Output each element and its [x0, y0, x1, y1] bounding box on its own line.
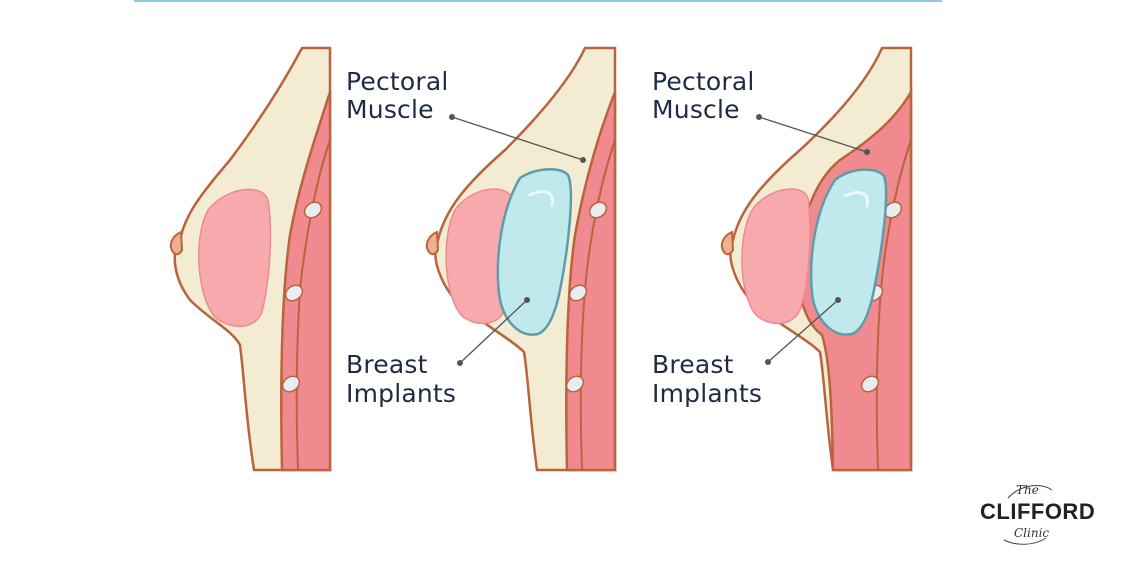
muscle-leader-line — [758, 116, 868, 153]
clifford-clinic-logo: The CLIFFORD Clinic — [980, 483, 1095, 545]
label-line: Pectoral — [652, 67, 755, 96]
label-line: Muscle — [652, 95, 740, 124]
label-line: Breast — [652, 350, 734, 379]
pectoral-muscle-label: Pectoral Muscle — [652, 67, 763, 124]
logo-swash — [1003, 537, 1047, 545]
implant-leader-line — [459, 299, 528, 364]
breast-implant — [496, 168, 573, 336]
label-line: Implants — [346, 379, 456, 408]
muscle-leader-dot — [449, 114, 455, 120]
nipple — [720, 230, 735, 256]
rib — [284, 284, 304, 302]
breast-implants-label: Breast Implants — [346, 350, 456, 408]
muscle-leader-line — [451, 116, 584, 161]
rib — [860, 375, 880, 393]
brand-main-text: CLIFFORD — [980, 499, 1095, 524]
rib — [303, 201, 323, 219]
rib — [568, 284, 588, 302]
implant-leader-dot — [524, 297, 530, 303]
brand-bottom-script: Clinic — [1014, 526, 1049, 540]
implant-leader-dot — [835, 297, 841, 303]
label-line: Muscle — [346, 95, 434, 124]
rib — [565, 375, 585, 393]
logo-swash — [1007, 485, 1053, 499]
implant-leader-dot — [765, 359, 771, 365]
breast-implants-label: Breast Implants — [652, 350, 762, 408]
rib — [281, 375, 301, 393]
mammary-gland — [198, 188, 272, 327]
label-line: Pectoral — [346, 67, 449, 96]
brand-top-script: The — [1016, 483, 1039, 497]
implant-leader-line — [767, 299, 839, 363]
panel-natural-breast — [169, 46, 332, 472]
pectoral-muscle-label: Pectoral Muscle — [346, 67, 457, 124]
implant-highlight — [528, 190, 555, 207]
panel-submuscular-implant: Pectoral Muscle Breast Implants — [652, 46, 913, 472]
muscle-leader-dot — [756, 114, 762, 120]
muscle-leader-dot — [864, 149, 870, 155]
label-line: Implants — [652, 379, 762, 408]
rib — [588, 201, 608, 219]
panel-subglandular-implant: Pectoral Muscle Breast Implants — [346, 46, 617, 472]
implant-leader-dot — [457, 360, 463, 366]
nipple — [425, 230, 440, 256]
implant-highlight — [843, 191, 870, 208]
muscle-leader-dot — [580, 157, 586, 163]
chest-wall-muscle — [565, 91, 617, 472]
nipple — [169, 230, 184, 256]
breast-implant — [809, 168, 888, 336]
label-line: Breast — [346, 350, 428, 379]
mammary-gland — [741, 188, 811, 325]
